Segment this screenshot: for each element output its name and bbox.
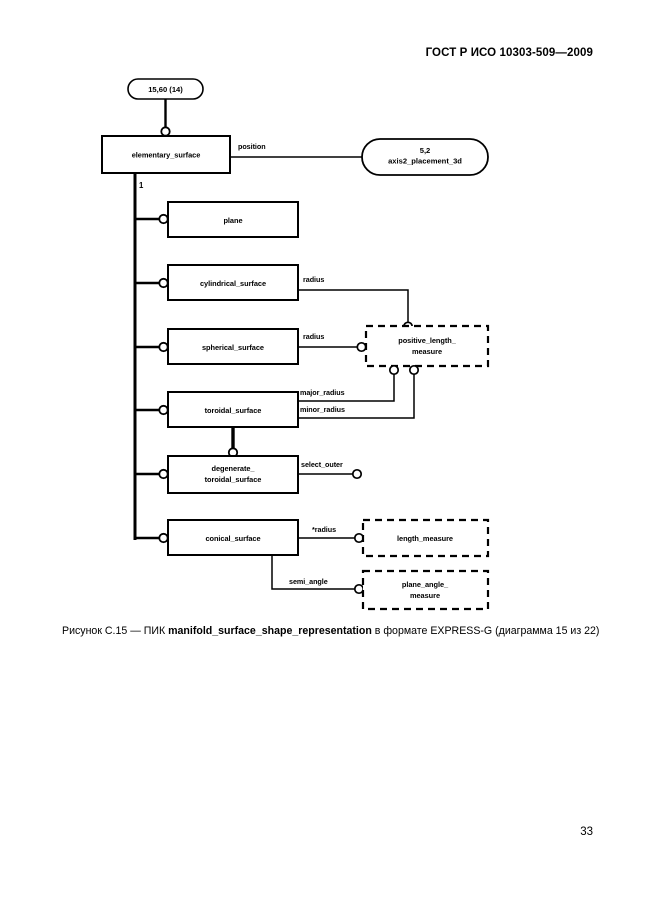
attr-label-radius-conical: *radius	[312, 525, 336, 534]
figure-caption: Рисунок С.15 — ПИК manifold_surface_shap…	[62, 624, 599, 638]
entity-label-toroidal-surface: toroidal_surface	[205, 406, 262, 415]
page-ref-top-label: 15,60 (14)	[148, 85, 183, 94]
connector-radius-cylindrical	[298, 289, 409, 322]
type-label-plane-angle-measure-line1: plane_angle_	[402, 580, 449, 589]
entity-label-conical-surface: conical_surface	[205, 534, 260, 543]
relation-circle-toroidal	[158, 404, 169, 416]
entity-label-cylindrical-surface: cylindrical_surface	[200, 279, 266, 288]
entity-elementary-surface: elementary_surface	[101, 135, 231, 174]
relation-circle-major-radius	[388, 364, 400, 376]
caption-entity: manifold_surface_shape_representation	[168, 625, 372, 637]
type-length-measure: length_measure	[361, 518, 490, 558]
entity-label-degenerate-line2: toroidal_surface	[205, 475, 262, 484]
type-label-positive-length-measure-line1: positive_length_	[398, 336, 456, 345]
entity-label-plane: plane	[223, 216, 242, 225]
relation-circle-minor-radius	[408, 364, 420, 376]
relation-circle-spherical	[158, 341, 169, 353]
entity-degenerate-toroidal-surface: degenerate_ toroidal_surface	[167, 455, 299, 494]
connector-semi-angle	[271, 555, 355, 590]
relation-circle-conical	[158, 532, 169, 544]
page-ref-axis2-placement: 5,2 axis2_placement_3d	[361, 138, 489, 176]
relation-circle-cylindrical	[158, 277, 169, 289]
page-number: 33	[580, 826, 593, 838]
entity-spherical-surface: spherical_surface	[167, 328, 299, 365]
type-label-length-measure: length_measure	[397, 534, 453, 543]
page-ref-axis2-line2: axis2_placement_3d	[388, 157, 462, 166]
type-label-positive-length-measure-line2: measure	[412, 347, 442, 356]
attr-label-radius-cylindrical: radius	[303, 275, 324, 284]
relation-circle-degenerate	[158, 468, 169, 480]
connector-minor-radius	[298, 371, 415, 419]
relation-circle-select-outer	[351, 468, 363, 480]
cardinality-label-1: 1	[139, 181, 144, 190]
connector-major-radius	[298, 371, 395, 402]
entity-conical-surface: conical_surface	[167, 519, 299, 556]
caption-suffix: в формате EXPRESS-G (диаграмма 15 из 22)	[371, 625, 600, 637]
relation-circle-pageref	[160, 126, 171, 137]
entity-cylindrical-surface: cylindrical_surface	[167, 264, 299, 301]
entity-toroidal-surface: toroidal_surface	[167, 391, 299, 428]
entity-label-degenerate-line1: degenerate_	[212, 464, 256, 473]
attr-label-major-radius: major_radius	[300, 388, 345, 397]
attr-label-position: position	[238, 142, 266, 151]
attr-label-semi-angle: semi_angle	[289, 577, 328, 586]
standard-header: ГОСТ Р ИСО 10303-509—2009	[425, 47, 593, 59]
type-positive-length-measure: positive_length_ measure	[364, 324, 490, 368]
entity-label-elementary-surface: elementary_surface	[132, 151, 201, 160]
attr-label-minor-radius: minor_radius	[300, 405, 345, 414]
caption-prefix: Рисунок С.15 — ПИК	[62, 625, 169, 637]
relation-circle-radius-spherical	[356, 341, 367, 353]
page-ref-axis2-line1: 5,2	[420, 146, 431, 155]
attr-label-radius-spherical: radius	[303, 332, 324, 341]
attr-label-select-outer: select_outer	[301, 460, 343, 469]
relation-circle-plane	[158, 213, 169, 225]
page-ref-top: 15,60 (14)	[127, 78, 204, 100]
type-label-plane-angle-measure-line2: measure	[410, 591, 440, 600]
type-plane-angle-measure: plane_angle_ measure	[361, 569, 490, 611]
entity-plane: plane	[167, 201, 299, 238]
entity-label-spherical-surface: spherical_surface	[202, 343, 264, 352]
